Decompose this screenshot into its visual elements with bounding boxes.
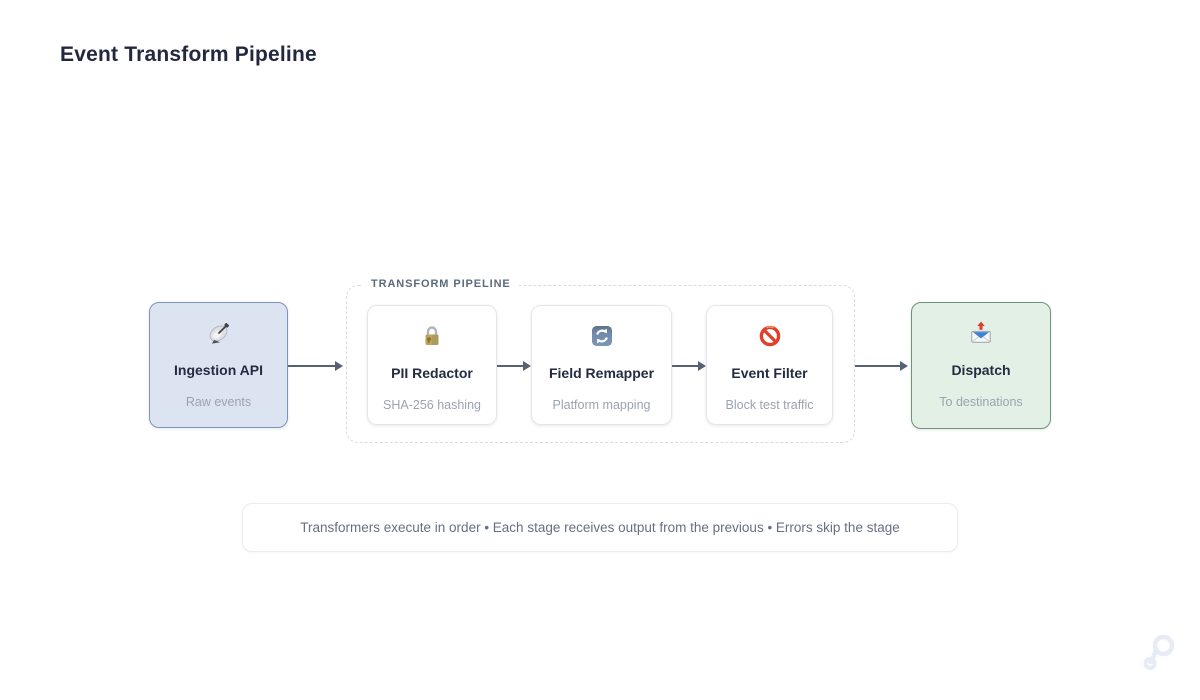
pipeline-node-pii-redactor[interactable]: PII Redactor SHA-256 hashing (367, 305, 497, 425)
arrow-filter-to-dispatch (855, 361, 908, 371)
satellite-antenna-icon (206, 320, 232, 346)
transform-pipeline-group: TRANSFORM PIPELINE (346, 278, 855, 443)
node-title: Event Filter (731, 365, 808, 381)
prohibited-icon (758, 323, 782, 349)
sync-arrows-icon (590, 323, 614, 349)
arrow-remapper-to-filter (672, 361, 706, 371)
arrow-pii-to-remapper (497, 361, 531, 371)
node-title: PII Redactor (391, 365, 473, 381)
arrow-ingestion-to-pii (288, 361, 343, 371)
node-title: Dispatch (951, 362, 1011, 378)
node-title: Ingestion API (174, 362, 263, 378)
pipeline-node-ingestion-api[interactable]: Ingestion API Raw events (149, 302, 288, 428)
pipeline-node-event-filter[interactable]: Event Filter Block test traffic (706, 305, 833, 425)
transform-pipeline-group-label: TRANSFORM PIPELINE (363, 278, 519, 290)
page-title: Event Transform Pipeline (60, 43, 317, 66)
envelope-arrow-icon (968, 320, 994, 346)
pipeline-footer-note: Transformers execute in order • Each sta… (242, 503, 958, 552)
pipeline-node-dispatch[interactable]: Dispatch To destinations (911, 302, 1051, 429)
lock-icon (420, 323, 444, 349)
node-subtitle: Platform mapping (552, 398, 651, 412)
pipeline-node-field-remapper[interactable]: Field Remapper Platform mapping (531, 305, 672, 425)
node-title: Field Remapper (548, 365, 655, 381)
corner-logo-icon (1142, 633, 1176, 678)
node-subtitle: Block test traffic (725, 398, 814, 412)
node-subtitle: To destinations (939, 395, 1023, 409)
node-subtitle: SHA-256 hashing (383, 398, 481, 412)
node-subtitle: Raw events (185, 395, 252, 409)
